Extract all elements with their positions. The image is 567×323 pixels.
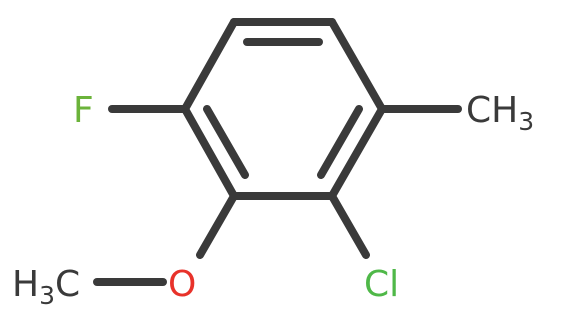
methoxy-c: C xyxy=(55,264,80,305)
methyl-subscript: 3 xyxy=(518,107,534,136)
ring-inner-double-right xyxy=(317,105,363,179)
methoxy-carbon-label: H3C xyxy=(12,264,80,310)
fluorine-label: F xyxy=(73,90,94,131)
bond-to-chlorine xyxy=(328,192,370,259)
benzene-ring xyxy=(181,18,386,200)
chlorine-label: Cl xyxy=(364,264,399,305)
bond-to-oxygen xyxy=(196,192,238,259)
methyl-label: CH3 xyxy=(466,90,534,136)
methoxy-subscript: 3 xyxy=(39,281,55,310)
ring-bond-lower-right xyxy=(328,105,386,200)
ring-bond-upper-right xyxy=(328,18,386,113)
oxygen-label: O xyxy=(168,264,196,305)
methoxy-h: H xyxy=(12,264,39,305)
ring-bond-upper-left xyxy=(181,18,238,113)
ring-inner-double-left xyxy=(203,105,249,179)
ring-bond-lower-left xyxy=(181,105,238,200)
methyl-main: CH xyxy=(466,90,518,131)
